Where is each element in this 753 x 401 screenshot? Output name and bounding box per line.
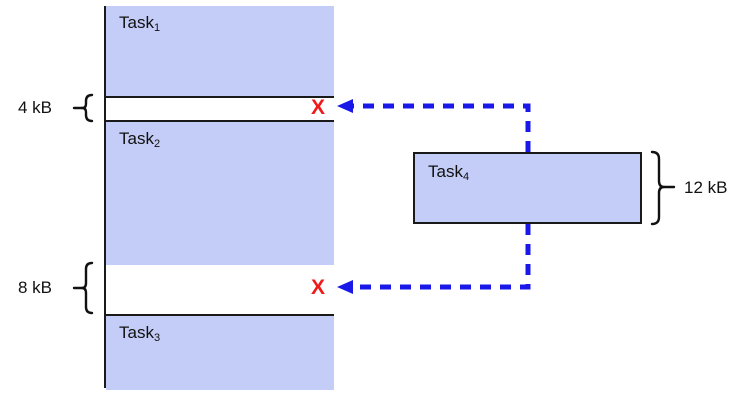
arrow-task4-to-hole-4kb [337,99,531,152]
brace-8kb [72,261,94,315]
memory-map-column: Task1 Task2 Task3 [104,6,334,390]
memory-block-task2-label: Task2 [119,129,161,150]
arrow-task4-to-hole-8kb [337,224,531,294]
incoming-task4-label: Task4 [428,162,470,183]
dimension-label-4kb: 4 kB [18,98,53,117]
dimension-label-8kb: 8 kB [18,278,53,297]
brace-4kb [72,93,94,123]
memory-block-task1: Task1 [106,6,334,98]
reject-x-hole-8kb: X [311,276,326,299]
reject-x-hole-4kb: X [311,96,326,119]
memory-hole-8kb [106,265,334,318]
dimension-label-12kb: 12 kB [684,178,728,197]
incoming-task4-box: Task4 [413,152,642,224]
memory-block-task3-label: Task3 [119,323,161,344]
memory-block-task1-label: Task1 [119,13,161,34]
memory-hole-4kb [106,98,334,124]
memory-block-task2: Task2 [106,120,334,267]
memory-block-task3: Task3 [106,314,334,390]
brace-12kb [650,150,676,226]
